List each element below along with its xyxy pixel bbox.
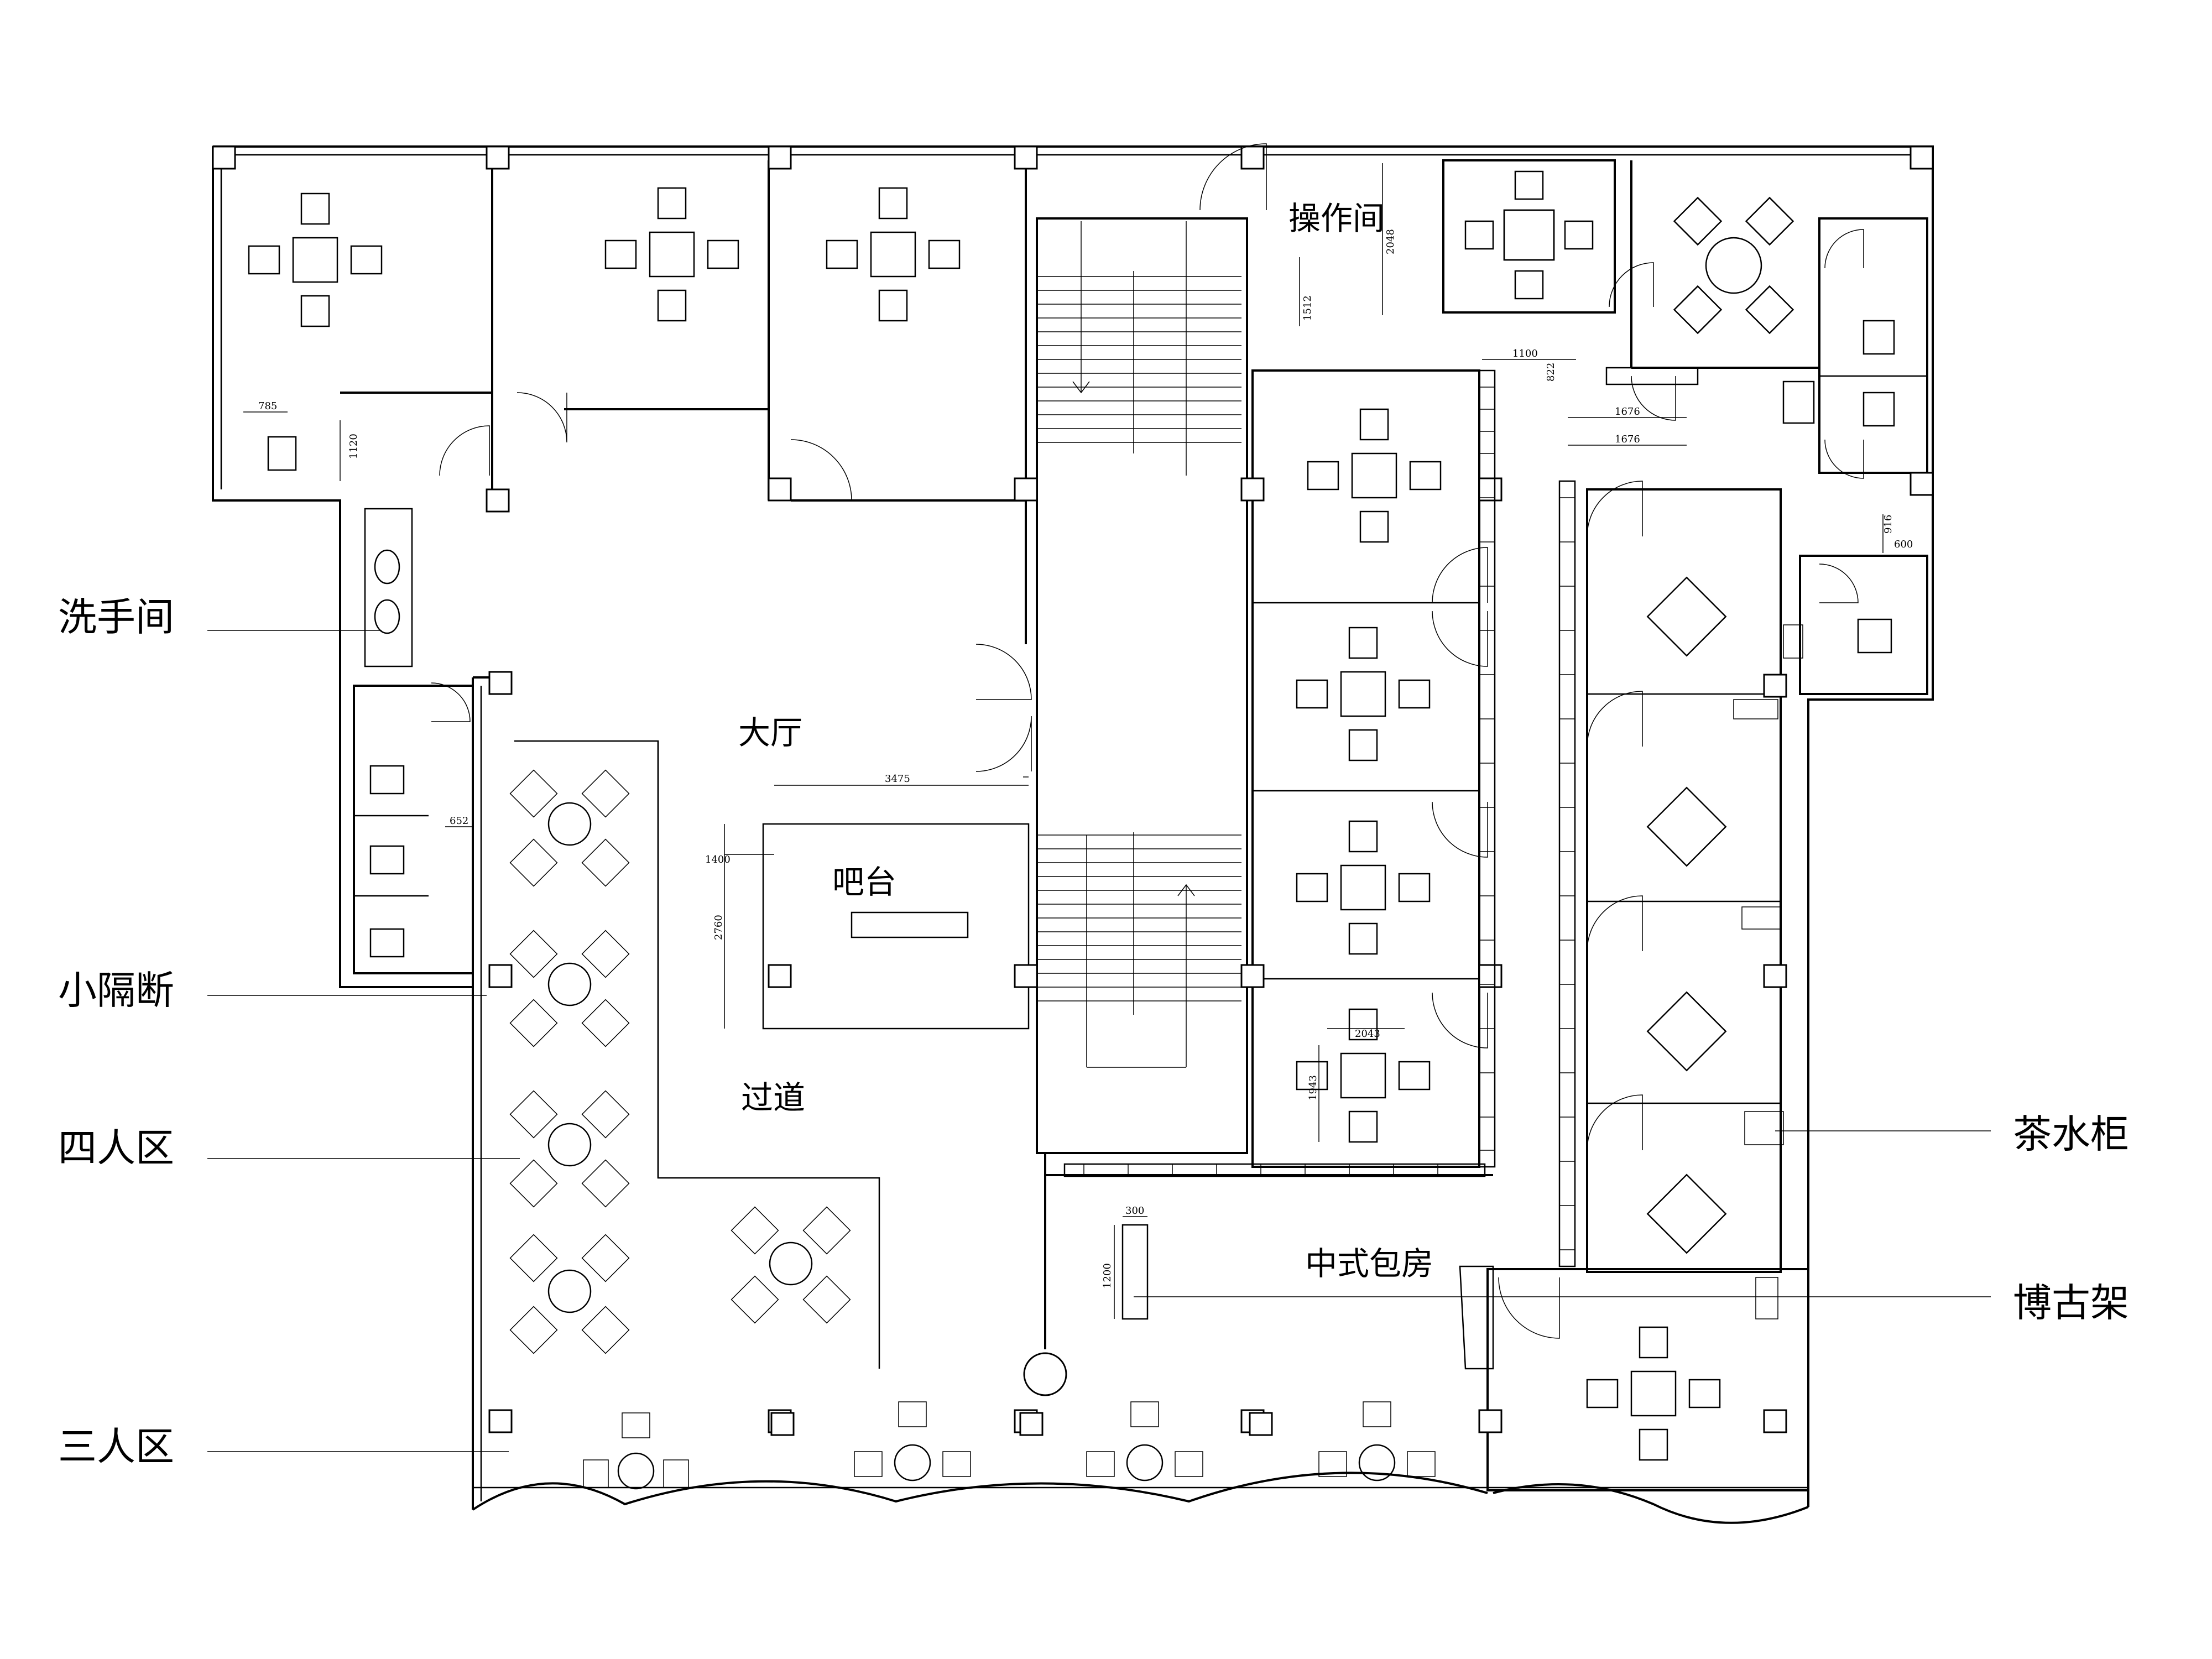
table-set-private-2 [1296,627,1431,761]
dim-2048: 2048 [1385,229,1396,254]
dim-1120: 1120 [348,434,359,459]
three-person-area-label: 三人区 [58,1424,174,1469]
dim-1100: 1100 [1512,348,1538,359]
outer-walls [212,145,1934,1524]
columns [212,145,1934,1433]
dim-1400: 1400 [705,854,731,865]
three-person-tables [583,1401,1436,1490]
dim-1943: 1943 [1307,1075,1319,1100]
dim-916: 916 [1882,515,1894,534]
dim-1676-b: 1676 [1615,434,1640,445]
table-set-private-1 [1307,408,1442,543]
doors [431,143,1864,1339]
hall-label: 大厅 [738,714,802,752]
tea-cabinets [1733,624,1803,1319]
corridor-label: 过道 [741,1079,805,1117]
table-set-top-right [1464,170,1594,300]
corridor-railing [1063,367,1699,1370]
table-set-room-1 [248,192,383,327]
chinese-private-room-label: 中式包房 [1305,1245,1433,1282]
dim-600: 600 [1894,539,1913,550]
dim-1512: 1512 [1302,295,1313,321]
dimension-lines [243,163,1927,1319]
stairs-upper [1037,221,1241,476]
bar-counter-label: 吧台 [832,863,896,901]
table-set-room-3 [826,187,961,322]
table-set-corner-room [1586,1326,1721,1461]
dim-2043: 2043 [1355,1028,1380,1040]
curio-shelf [1121,1224,1149,1320]
dim-822: 822 [1545,363,1557,382]
dim-2760: 2760 [713,915,724,940]
four-person-tables [509,769,851,1354]
tea-cabinet-label: 茶水柜 [2013,1112,2129,1157]
operation-room-label: 操作间 [1288,200,1385,237]
small-partition-label: 小隔断 [58,968,174,1013]
stairs-lower [1037,832,1241,1068]
round-table-top-right [1673,196,1794,335]
table-set-room-2 [604,187,739,322]
annotation-labels: 洗手间 小隔断 四人区 三人区 茶水柜 博古架 [58,594,2129,1469]
curio-shelf-label: 博古架 [2013,1280,2129,1326]
washroom-label: 洗手间 [58,594,174,640]
four-person-area-label: 四人区 [58,1125,174,1171]
dim-785: 785 [258,400,277,412]
dim-3475: 3475 [885,773,910,785]
dim-1676-a: 1676 [1615,406,1640,418]
dim-652: 652 [450,815,468,827]
dim-1200: 1200 [1102,1263,1113,1288]
sanitary-fixtures [267,320,1895,958]
dim-300: 300 [1125,1205,1144,1217]
room-labels: 操作间 大厅 吧台 过道 中式包房 [738,200,1433,1282]
dimension-texts: 785 1120 652 3475 1400 2760 2048 1512 11… [258,229,1913,1288]
table-set-private-4 [1296,1008,1431,1143]
table-set-private-3 [1296,820,1431,955]
diamond-tables [1503,209,1727,1254]
leader-lines [207,630,1991,1452]
inner-walls [340,159,1928,1491]
